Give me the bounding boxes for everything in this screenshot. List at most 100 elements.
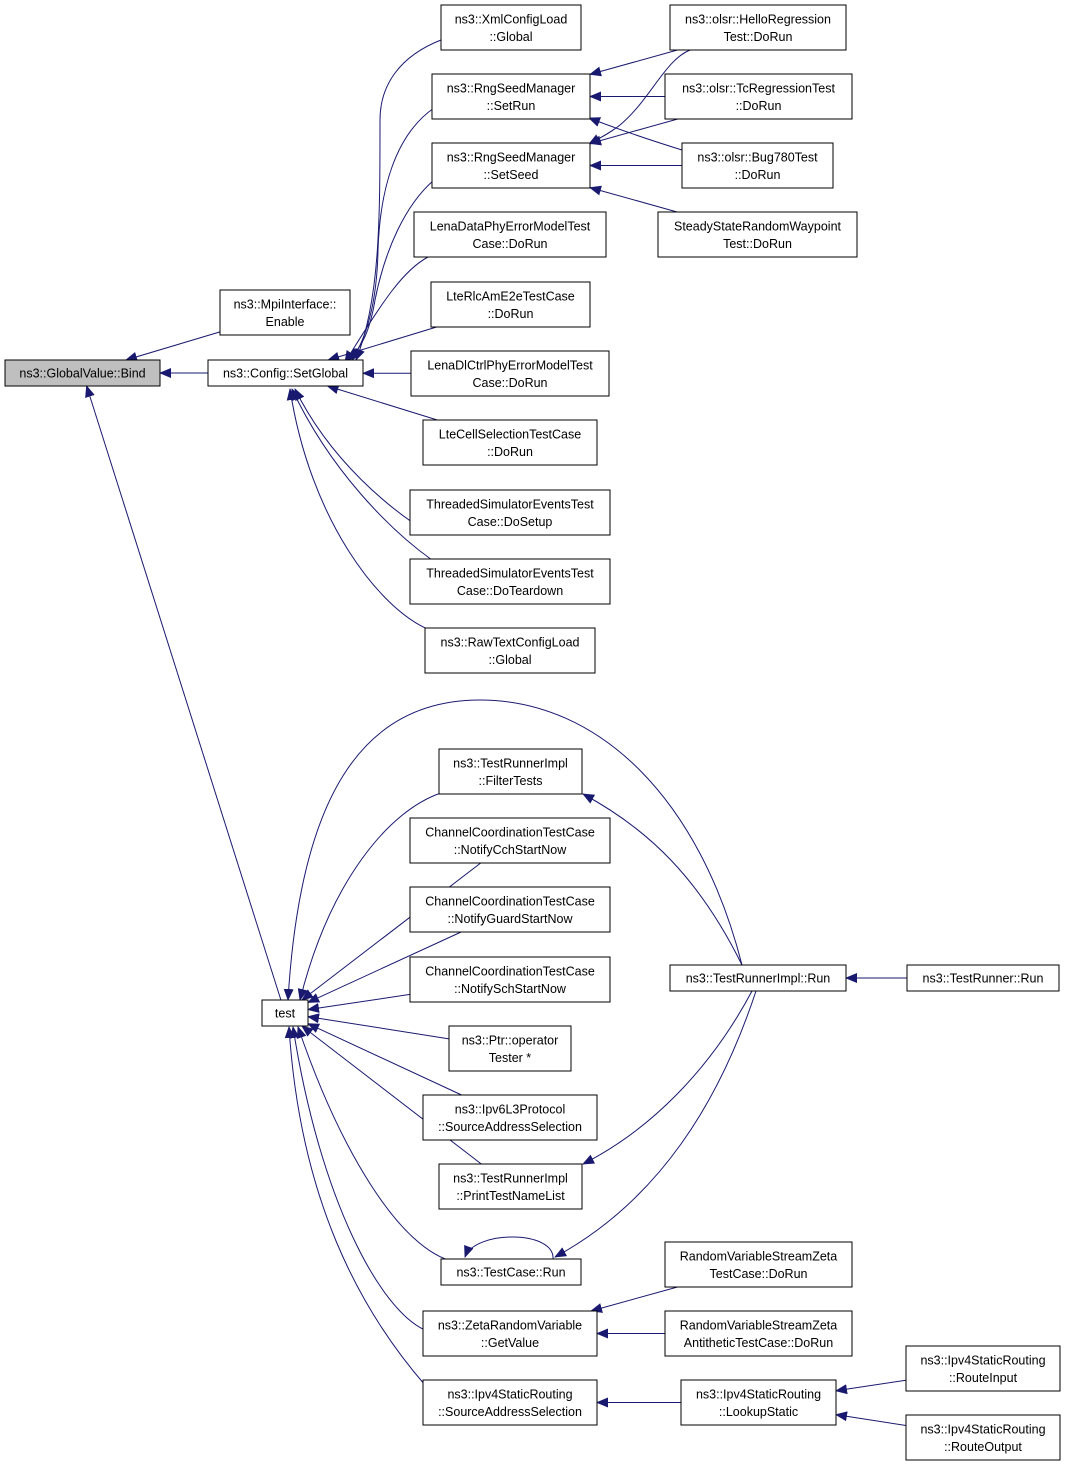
node-zetaget[interactable]: ns3::ZetaRandomVariable::GetValue: [422, 1310, 598, 1357]
edge-setseed-to-setglobal: [347, 179, 435, 361]
node-printtest[interactable]: ns3::TestRunnerImpl::PrintTestNameList: [438, 1163, 583, 1210]
node-label: ns3::TestRunnerImpl::Run: [686, 972, 831, 986]
node-label: ChannelCoordinationTestCase: [425, 825, 595, 839]
node-mpi[interactable]: ns3::MpiInterface::Enable: [219, 289, 351, 336]
node-box: [431, 142, 591, 189]
node-label: Case::DoRun: [472, 237, 547, 251]
node-label: ::PrintTestNameList: [456, 1189, 565, 1203]
node-bind[interactable]: ns3::GlobalValue::Bind: [4, 359, 161, 387]
node-label: ns3::TestCase::Run: [456, 1266, 565, 1280]
edge-trirun-to-filtertests: [582, 793, 743, 966]
node-label: AntitheticTestCase::DoRun: [684, 1336, 833, 1350]
node-rawcfg[interactable]: ns3::RawTextConfigLoad::Global: [424, 627, 596, 674]
node-label: ns3::RngSeedManager: [447, 150, 576, 164]
node-label: ChannelCoordinationTestCase: [425, 964, 595, 978]
node-label: ns3::olsr::TcRegressionTest: [682, 81, 835, 95]
edge-xmlcfg-to-setglobal: [355, 39, 442, 361]
edge-ipv4src-to-test: [284, 1026, 426, 1386]
edge-hello-to-setrun: [589, 49, 678, 77]
node-label: ::DoRun: [487, 445, 533, 459]
node-chsch[interactable]: ChannelCoordinationTestCase::NotifySchSt…: [409, 956, 611, 1003]
node-label: ns3::Ipv6L3Protocol: [455, 1102, 566, 1116]
node-label: LenaDataPhyErrorModelTest: [430, 219, 591, 233]
node-routein[interactable]: ns3::Ipv4StaticRouting::RouteInput: [905, 1345, 1061, 1392]
edge-routeout-to-lookup: [835, 1411, 907, 1426]
node-ipv6l3[interactable]: ns3::Ipv6L3Protocol::SourceAddressSelect…: [422, 1094, 598, 1141]
node-label: ::NotifyGuardStartNow: [447, 912, 573, 926]
node-chcch[interactable]: ChannelCoordinationTestCase::NotifyCchSt…: [409, 817, 611, 864]
node-lterlc[interactable]: LteRlcAmE2eTestCase::DoRun: [430, 281, 591, 328]
node-label: ns3::GlobalValue::Bind: [19, 367, 145, 381]
node-box: [664, 1241, 853, 1288]
node-bug780[interactable]: ns3::olsr::Bug780Test::DoRun: [681, 142, 834, 189]
node-test[interactable]: test: [261, 999, 309, 1027]
node-label: Tester *: [489, 1051, 532, 1065]
node-box: [422, 1310, 598, 1357]
node-label: ns3::Ipv4StaticRouting: [447, 1387, 572, 1401]
node-box: [438, 748, 583, 795]
node-lookup[interactable]: ns3::Ipv4StaticRouting::LookupStatic: [680, 1379, 837, 1426]
node-label: RandomVariableStreamZeta: [680, 1318, 838, 1332]
node-chguard[interactable]: ChannelCoordinationTestCase::NotifyGuard…: [409, 886, 611, 933]
node-box: [413, 211, 607, 258]
node-xmlcfg[interactable]: ns3::XmlConfigLoad::Global: [440, 4, 582, 51]
node-box: [4, 359, 161, 387]
edge-chsch-to-test: [307, 993, 411, 1013]
node-tcreg[interactable]: ns3::olsr::TcRegressionTest::DoRun: [664, 73, 853, 120]
node-box: [664, 73, 853, 120]
node-box: [438, 1163, 583, 1210]
node-box: [261, 999, 309, 1027]
node-label: ::RouteInput: [949, 1371, 1018, 1385]
edge-printtest-to-test: [301, 1025, 482, 1165]
node-setglobal[interactable]: ns3::Config::SetGlobal: [207, 359, 364, 387]
node-label: test: [275, 1007, 296, 1021]
node-filtertests[interactable]: ns3::TestRunnerImpl::FilterTests: [438, 748, 583, 795]
node-label: ns3::TestRunnerImpl: [453, 1171, 568, 1185]
node-ltecell[interactable]: LteCellSelectionTestCase::DoRun: [422, 419, 598, 466]
node-trirun[interactable]: ns3::TestRunnerImpl::Run: [669, 964, 847, 992]
node-label: SteadyStateRandomWaypoint: [674, 219, 842, 233]
node-label: ::NotifySchStartNow: [454, 982, 567, 996]
node-setseed[interactable]: ns3::RngSeedManager::SetSeed: [431, 142, 591, 189]
node-label: ::SourceAddressSelection: [438, 1405, 582, 1419]
edge-tcrun-to-tcrun: [464, 1236, 554, 1260]
node-box: [430, 281, 591, 328]
node-box: [440, 1258, 582, 1286]
node-label: ns3::Ipv4StaticRouting: [696, 1387, 821, 1401]
edge-bug780-to-setrun: [588, 117, 683, 151]
node-setrun[interactable]: ns3::RngSeedManager::SetRun: [431, 73, 591, 120]
node-box: [409, 817, 611, 864]
node-routeout[interactable]: ns3::Ipv4StaticRouting::RouteOutput: [905, 1414, 1061, 1461]
node-trrun[interactable]: ns3::TestRunner::Run: [906, 964, 1060, 992]
node-label: ::Global: [488, 653, 531, 667]
edge-zetatc-to-zetaget: [590, 1286, 678, 1313]
node-thrteardown[interactable]: ThreadedSimulatorEventsTestCase::DoTeard…: [409, 558, 611, 605]
node-tcrun[interactable]: ns3::TestCase::Run: [440, 1258, 582, 1286]
node-label: ns3::RawTextConfigLoad: [441, 635, 580, 649]
node-label: Case::DoRun: [472, 376, 547, 390]
node-label: Enable: [266, 315, 305, 329]
node-box: [681, 142, 834, 189]
node-box: [424, 627, 596, 674]
nodes-layer: ns3::GlobalValue::Bind ns3::MpiInterface:…: [4, 4, 1061, 1461]
node-label: LteRlcAmE2eTestCase: [446, 289, 575, 303]
node-label: ns3::TestRunner::Run: [923, 972, 1044, 986]
node-zetaanti[interactable]: RandomVariableStreamZetaAntitheticTestCa…: [664, 1310, 853, 1357]
node-label: ns3::Ptr::operator: [462, 1033, 559, 1047]
node-label: ::Global: [489, 30, 532, 44]
node-box: [905, 1345, 1061, 1392]
edge-steady-to-setseed: [589, 185, 678, 213]
node-label: LenaDlCtrlPhyErrorModelTest: [427, 358, 593, 372]
node-box: [410, 350, 610, 397]
node-box: [669, 4, 847, 51]
node-ipv4src[interactable]: ns3::Ipv4StaticRouting::SourceAddressSel…: [422, 1379, 598, 1426]
edge-lterlc-to-setglobal: [327, 326, 437, 362]
